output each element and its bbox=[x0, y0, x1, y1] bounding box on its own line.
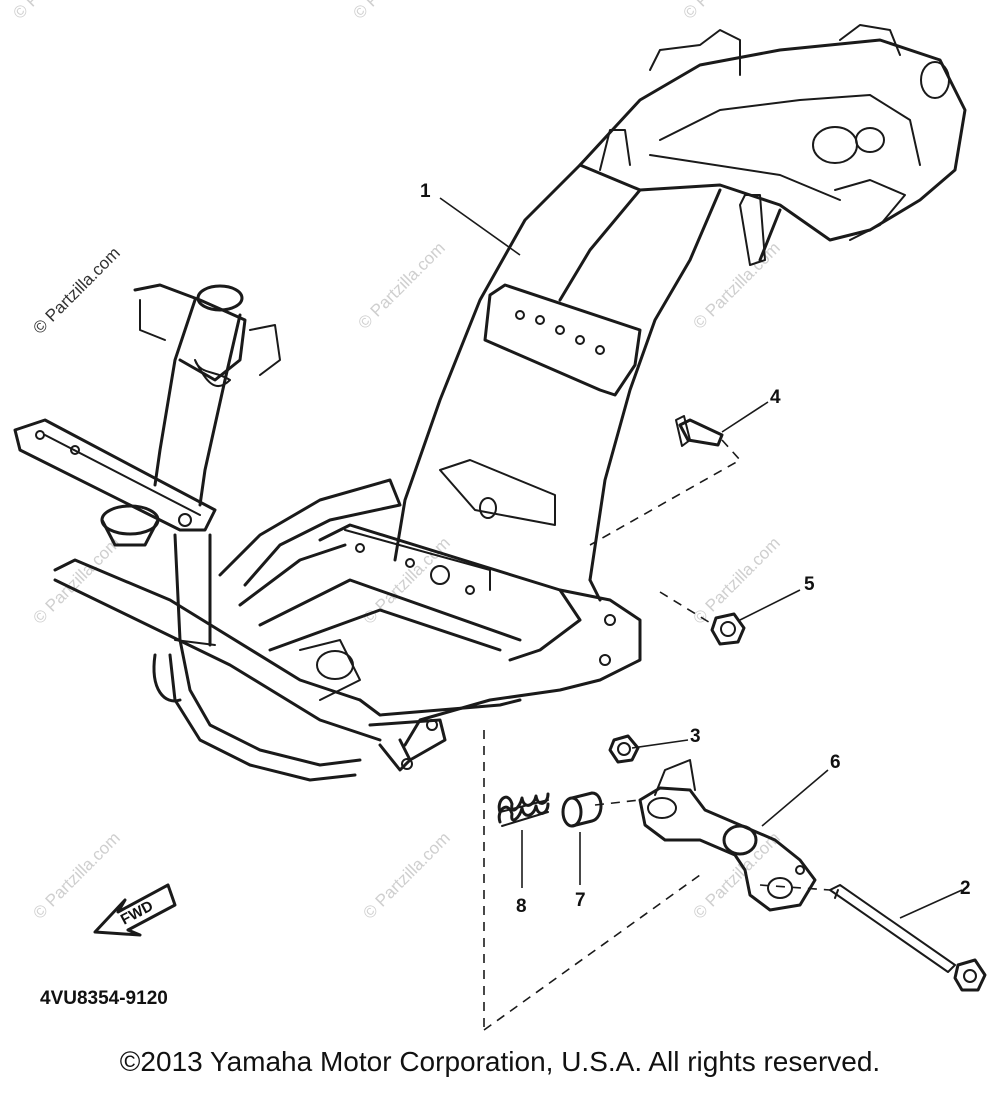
watermark: © Partzilla.com bbox=[349, 0, 443, 23]
spring-part-8 bbox=[497, 792, 550, 827]
callout-labels: 1 2 3 4 5 6 7 8 bbox=[420, 181, 971, 917]
callout-8: 8 bbox=[516, 896, 527, 917]
collar-part-7 bbox=[561, 791, 603, 828]
callout-7: 7 bbox=[575, 890, 586, 911]
watermark: © Partzilla.com bbox=[359, 828, 453, 922]
bolt-part-2 bbox=[829, 884, 987, 992]
assembly-guide-lines bbox=[483, 439, 831, 1031]
nut-part-3 bbox=[608, 734, 640, 764]
watermark: © Partzilla.com bbox=[29, 533, 123, 627]
frame-parts-diagram: © Partzilla.com © Partzilla.com © Partzi… bbox=[9, 0, 987, 1031]
watermark: © Partzilla.com bbox=[689, 533, 783, 627]
watermark: © Partzilla.com bbox=[9, 0, 103, 23]
copyright-notice: ©2013 Yamaha Motor Corporation, U.S.A. A… bbox=[119, 1046, 881, 1077]
forward-arrow-icon: FWD bbox=[93, 883, 177, 937]
watermark: © Partzilla.com bbox=[29, 243, 123, 337]
watermark: © Partzilla.com bbox=[29, 828, 123, 922]
bracket-part-6 bbox=[638, 759, 817, 912]
callout-1: 1 bbox=[420, 181, 431, 202]
callout-6: 6 bbox=[830, 752, 841, 773]
diagram-code: 4VU8354-9120 bbox=[40, 988, 168, 1009]
callout-5: 5 bbox=[804, 574, 815, 595]
callout-3: 3 bbox=[690, 726, 701, 747]
bolt-part-4 bbox=[675, 415, 724, 447]
frame-part-1 bbox=[13, 24, 967, 782]
watermark: © Partzilla.com bbox=[689, 238, 783, 332]
watermark: © Partzilla.com bbox=[354, 238, 448, 332]
callout-4: 4 bbox=[770, 387, 781, 408]
callout-2: 2 bbox=[960, 878, 971, 899]
nut-part-5 bbox=[710, 612, 746, 646]
callout-leaders bbox=[439, 197, 963, 919]
watermark: © Partzilla.com bbox=[679, 0, 773, 23]
